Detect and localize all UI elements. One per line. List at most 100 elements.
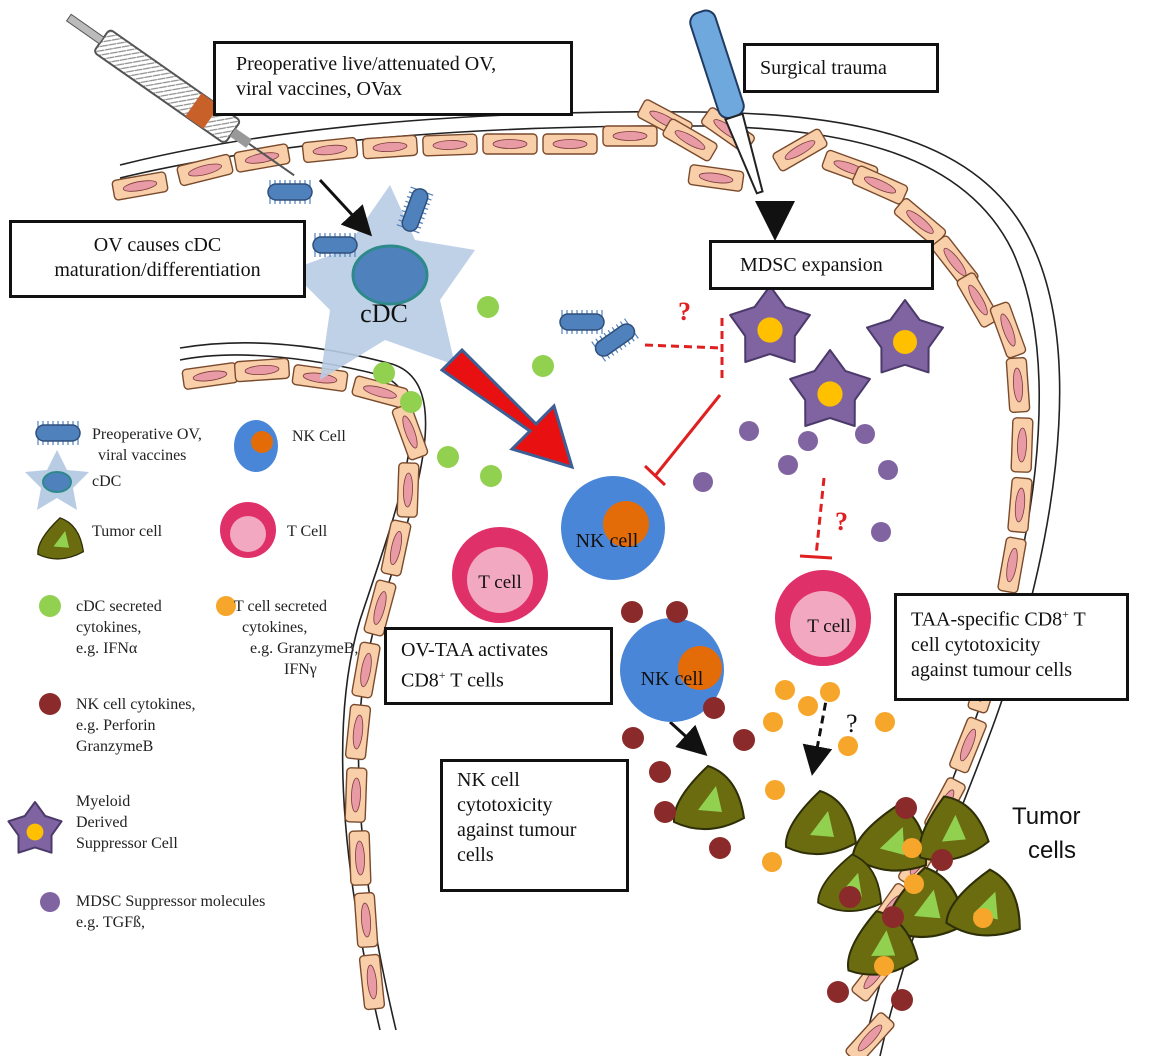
endothelial-cell xyxy=(380,519,412,577)
endothelial-cell xyxy=(662,118,718,162)
cdc-cytokine xyxy=(480,465,502,487)
t-cytokine-legend-icon xyxy=(216,596,236,616)
mdsc-cell xyxy=(729,285,811,363)
inhibition-lines xyxy=(643,318,833,560)
cdc-cytokine-legend-icon xyxy=(39,595,61,617)
endothelial-cell xyxy=(396,462,420,518)
nk-cytokine xyxy=(733,729,755,751)
nk-attack-arrow xyxy=(668,720,708,757)
endothelial-cell xyxy=(422,133,478,157)
virus-icon xyxy=(559,310,605,334)
endothelial-cell xyxy=(353,891,379,949)
nk-legend-icon xyxy=(234,420,278,472)
mdsc-inhibits-tcell-line xyxy=(814,477,826,557)
nk-cytokine xyxy=(622,727,644,749)
virus-icon xyxy=(312,233,358,257)
virus-icon xyxy=(35,421,81,445)
mdsc-expansion-box: MDSC expansion xyxy=(709,240,934,290)
virus-icon xyxy=(396,186,434,234)
t-cell-label: T cell xyxy=(478,572,521,593)
question-mark: ? xyxy=(835,507,848,536)
nk-cytokine-legend-icon xyxy=(39,693,61,715)
nk-cytokine xyxy=(649,761,671,783)
nk-cytokine xyxy=(891,989,913,1011)
legend-tcell-label: T Cell xyxy=(287,523,328,540)
tumor-cell xyxy=(672,764,746,831)
virus-icon xyxy=(591,318,639,362)
nk-cytokine xyxy=(703,697,725,719)
cdc-cytokine xyxy=(400,391,422,413)
endothelial-cell xyxy=(363,579,397,637)
surgical-trauma-box: Surgical trauma xyxy=(743,43,939,93)
t-cytokine xyxy=(820,682,840,702)
t-cytokine xyxy=(763,712,783,732)
endothelial-cell xyxy=(1007,476,1033,534)
question-mark: ? xyxy=(846,709,858,738)
endothelial-cell xyxy=(181,362,239,390)
mdsc-molecule xyxy=(778,455,798,475)
taa-specific-box: TAA-specific CD8+ T cell cytotoxicity ag… xyxy=(894,593,1129,701)
cdc-to-nk-big-arrow xyxy=(439,347,575,470)
t-cytokine xyxy=(765,780,785,800)
nk-cytokine xyxy=(839,886,861,908)
mdsc-cell xyxy=(7,801,63,854)
cdc-cytokine xyxy=(477,296,499,318)
mdsc-molecule xyxy=(871,522,891,542)
scalpel-icon xyxy=(689,9,764,195)
nk-cytokine xyxy=(709,837,731,859)
endothelial-cell xyxy=(602,125,658,147)
viruses xyxy=(267,180,639,362)
legend-icons xyxy=(7,420,278,912)
endothelial-cell xyxy=(997,536,1027,594)
cdc-cytokine xyxy=(532,355,554,377)
endothelial-cell xyxy=(542,133,598,155)
t-cytokine xyxy=(838,736,858,756)
t-cytokine xyxy=(762,852,782,872)
question-mark: ? xyxy=(678,297,691,326)
endothelial-cell xyxy=(845,1012,895,1056)
t-cell-left: T cell xyxy=(452,527,548,623)
cdc-legend-icon xyxy=(25,450,89,510)
t-cytokine xyxy=(904,874,924,894)
nk-cytokine xyxy=(666,601,688,623)
nk-cytotoxicity-box: NK cell cytotoxicity against tumour cell… xyxy=(440,759,629,892)
nk-cytokine xyxy=(882,906,904,928)
tumor-cell xyxy=(918,795,990,862)
endothelial-cell xyxy=(233,143,291,173)
nk-cell-label: NK cell xyxy=(641,668,704,690)
t-cytokine xyxy=(775,680,795,700)
endothelial-cell xyxy=(949,716,987,774)
mdsc-molecule xyxy=(878,460,898,480)
tumor-cells-label: Tumor xyxy=(1012,803,1080,830)
t-cytokine xyxy=(874,956,894,976)
tcell-attack-arrow xyxy=(802,689,833,776)
tumor-cell xyxy=(945,868,1021,937)
endothelial-cell xyxy=(291,364,349,392)
nk-cytokine xyxy=(895,797,917,819)
endothelial-cell xyxy=(687,164,745,192)
ov-inhibits-mdsc-line xyxy=(644,343,723,350)
t-cell-legend-icon xyxy=(220,502,276,558)
cdc-label: cDC xyxy=(360,299,408,328)
endothelial-cell xyxy=(351,641,381,699)
endothelial-cell xyxy=(358,953,386,1011)
t-cell-right: T cell xyxy=(775,570,871,666)
endothelial-cell xyxy=(361,134,419,160)
tumor-cells-label: cells xyxy=(1028,837,1076,864)
t-cell-label: T cell xyxy=(807,616,850,637)
endothelial-cell xyxy=(851,165,909,205)
endothelial-cell xyxy=(1010,417,1034,473)
tumor-cell xyxy=(37,517,85,560)
endothelial-cell xyxy=(1005,356,1031,414)
mdsc-molecule-legend-icon xyxy=(40,892,60,912)
virus-to-cdc-arrow xyxy=(318,178,373,237)
cdc-cell: cDC xyxy=(290,185,475,380)
endothelial-cell xyxy=(233,357,291,383)
t-cytokine xyxy=(875,712,895,732)
mdsc-molecule xyxy=(855,424,875,444)
syringe-icon xyxy=(65,13,295,177)
endothelial-cell xyxy=(344,703,372,761)
